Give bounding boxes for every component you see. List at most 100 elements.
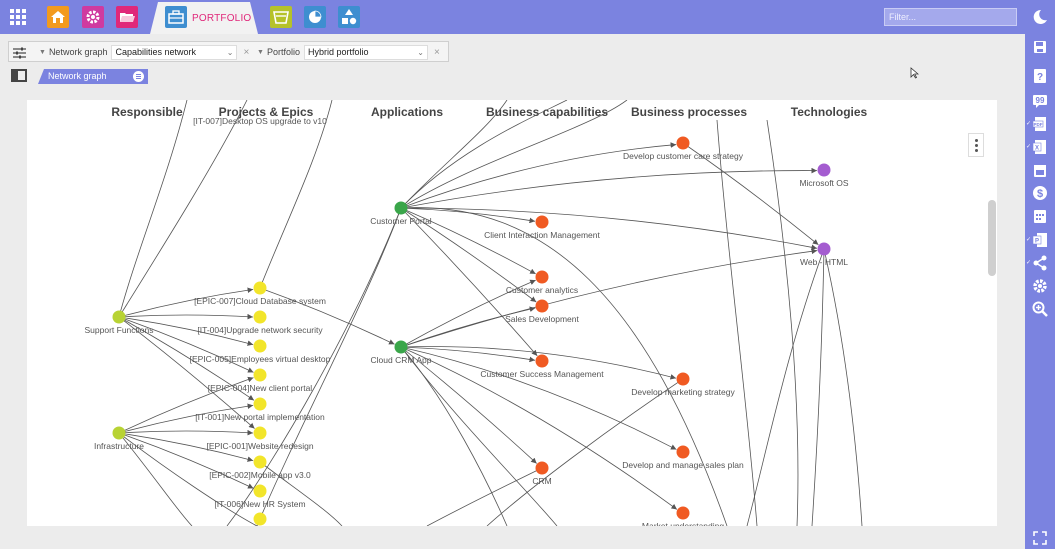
filter-bar: ▼ Network graph Capabilities network ⌄ ×… (8, 41, 449, 62)
graph-edge-offscreen (118, 100, 248, 318)
node-label-customer-analytics: Customer analytics (506, 285, 578, 295)
node-epic001 (253, 426, 267, 440)
vertical-scrollbar[interactable] (988, 200, 996, 276)
mouse-cursor-icon (910, 67, 919, 79)
share-icon[interactable] (1032, 255, 1048, 271)
chevron-down-icon[interactable]: ▼ (39, 48, 46, 56)
node-label-it007: [IT-007]Desktop OS upgrade to v10 (193, 116, 327, 126)
graph-edge (400, 207, 536, 275)
graph-edge-offscreen (256, 207, 402, 526)
graph-edge (400, 248, 818, 348)
help-icon[interactable]: ? (1032, 68, 1048, 84)
column-header-capabilities: Business capabilities (485, 105, 609, 119)
graph-edge (118, 376, 254, 434)
node-client-interaction (535, 215, 549, 229)
node-crm (535, 461, 549, 475)
graph-edge-offscreen (426, 467, 543, 526)
filter-settings-icon[interactable] (13, 46, 26, 59)
zoom-in-icon[interactable] (1032, 301, 1048, 317)
calendar-icon[interactable] (1032, 162, 1048, 178)
graph-edge-offscreen (118, 432, 193, 526)
node-label-develop-customer-care: Develop customer care strategy (623, 151, 744, 161)
node-label-develop-marketing: Develop marketing strategy (631, 387, 735, 397)
node-customer-portal (394, 201, 408, 215)
network-graph-value: Capabilities network (115, 46, 197, 57)
node-develop-customer-care (676, 136, 690, 150)
node-label-it006: [IT-006]New HR System (214, 499, 305, 509)
node-customer-analytics (535, 270, 549, 284)
network-graph-select[interactable]: Capabilities network ⌄ (111, 44, 238, 60)
node-it007 (253, 512, 267, 526)
powerpoint-icon[interactable]: P (1032, 232, 1048, 248)
share-caret-icon[interactable]: ✓ (1026, 260, 1032, 266)
folder-open-icon[interactable] (116, 6, 138, 28)
graph-edge-offscreen (400, 100, 508, 209)
graph-edge-offscreen (259, 461, 343, 526)
pdf-caret-icon[interactable]: ✓ (1026, 121, 1032, 127)
graph-edge (259, 287, 395, 345)
gear-icon[interactable] (82, 6, 104, 28)
graph-edge (118, 316, 254, 373)
schedule-icon[interactable] (1032, 208, 1048, 224)
graph-edge (118, 313, 254, 320)
node-web-html (817, 242, 831, 256)
node-label-develop-sales-plan: Develop and manage sales plan (622, 460, 744, 470)
powerpoint-caret-icon[interactable]: ✓ (1026, 237, 1032, 243)
excel-icon[interactable]: X (1032, 139, 1048, 155)
dollar-icon[interactable]: $ (1032, 185, 1048, 201)
graph-edge (400, 207, 536, 224)
node-develop-sales-plan (676, 445, 690, 459)
pie-chart-icon[interactable] (304, 6, 326, 28)
panel-toggle-icon[interactable] (11, 69, 27, 82)
graph-edge-offscreen (118, 100, 188, 318)
pdf-icon[interactable]: PDF (1032, 116, 1048, 132)
fullscreen-icon[interactable] (1032, 530, 1048, 546)
graph-edge-offscreen (766, 119, 799, 526)
node-label-infrastructure: Infrastructure (94, 441, 144, 451)
settings-gear-icon[interactable] (1032, 278, 1048, 294)
chevron-down-icon[interactable]: ▼ (257, 48, 264, 56)
node-label-cloud-crm: Cloud CRM App (371, 355, 432, 365)
node-market-understanding (676, 506, 690, 520)
graph-edge (400, 142, 677, 209)
node-epic002 (253, 455, 267, 469)
column-header-responsible: Responsible (111, 105, 183, 119)
node-label-epic002: [EPIC-002]Mobile app v3.0 (209, 470, 311, 480)
node-label-crm: CRM (532, 476, 551, 486)
moon-logo-icon[interactable] (1032, 9, 1048, 25)
apps-grid-icon[interactable] (8, 7, 28, 27)
tab-network-graph[interactable]: Network graph (38, 69, 148, 84)
graph-edge (400, 207, 537, 303)
shapes-icon[interactable] (338, 6, 360, 28)
home-icon[interactable] (47, 6, 69, 28)
graph-edge (400, 167, 818, 209)
node-label-microsoft-os: Microsoft OS (799, 178, 848, 188)
graph-edge-offscreen (716, 119, 758, 526)
clear-network-graph-icon[interactable]: × (243, 46, 250, 58)
clear-portfolio-icon[interactable]: × (433, 46, 440, 58)
network-graph-canvas[interactable]: Responsible Projects & Epics Application… (27, 100, 997, 526)
portfolio-label: Portfolio (266, 47, 300, 57)
svg-text:99: 99 (1036, 96, 1045, 105)
tab-portfolio[interactable]: PORTFOLIO (150, 2, 258, 34)
network-graph-svg: Support FunctionsInfrastructure[EPIC-007… (85, 100, 863, 526)
save-icon[interactable] (1032, 39, 1048, 55)
graph-edge-offscreen (259, 100, 333, 289)
portfolio-select[interactable]: Hybrid portfolio ⌄ (303, 44, 428, 60)
excel-caret-icon[interactable]: ✓ (1026, 144, 1032, 150)
more-options-icon[interactable] (968, 133, 984, 157)
node-label-it004: [IT-004]Upgrade network security (197, 325, 323, 335)
graph-edge (400, 279, 536, 348)
tab-network-graph-label: Network graph (48, 71, 107, 81)
comment-icon[interactable]: 99 (1032, 93, 1048, 109)
filter-input[interactable] (884, 8, 1017, 26)
node-label-web-html: Web - HTML (800, 257, 848, 267)
graph-edge (400, 346, 536, 363)
node-label-sales-development: Sales Development (505, 314, 579, 324)
graph-edge-offscreen (746, 248, 825, 526)
hamburger-icon[interactable] (133, 71, 144, 82)
briefcase-icon (165, 6, 187, 28)
basket-icon[interactable] (270, 6, 292, 28)
svg-text:P: P (1035, 239, 1039, 245)
node-label-customer-success: Customer Success Management (480, 369, 604, 379)
